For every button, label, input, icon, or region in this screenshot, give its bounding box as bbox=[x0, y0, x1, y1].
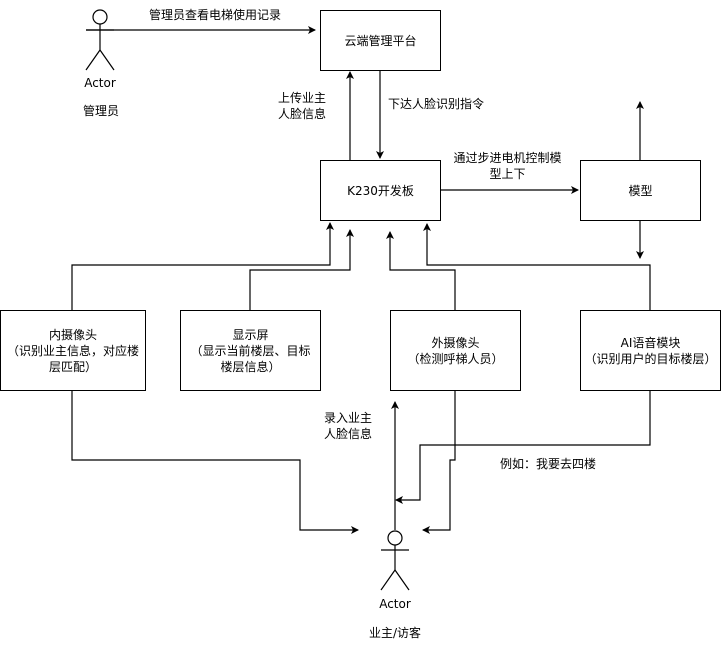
owner-actor-name: 业主/访客 bbox=[368, 626, 422, 640]
node-ai-voice-module[interactable]: AI语音模块 （识别用户的目标楼层） bbox=[580, 310, 721, 391]
admin-actor-type-label: Actor bbox=[84, 76, 116, 90]
edge-label-k230-to-cloud: 上传业主 人脸信息 bbox=[277, 91, 326, 121]
node-model[interactable]: 模型 bbox=[580, 160, 701, 221]
edge-label-admin-to-cloud: 管理员查看电梯使用记录 bbox=[148, 8, 281, 22]
edge-inner-camera-to-k230 bbox=[71, 222, 334, 310]
node-ai-voice-module-label: AI语音模块 （识别用户的目标楼层） bbox=[584, 335, 717, 366]
admin-actor-figure bbox=[85, 9, 115, 71]
node-display-label: 显示屏 （显示当前楼层、目标楼层信息） bbox=[190, 327, 311, 374]
edge-ai-voice-to-owner bbox=[395, 390, 651, 504]
node-display[interactable]: 显示屏 （显示当前楼层、目标楼层信息） bbox=[180, 310, 321, 391]
node-cloud-platform[interactable]: 云端管理平台 bbox=[320, 10, 441, 71]
node-k230-board-label: K230开发板 bbox=[347, 183, 414, 198]
edge-label-k230-to-model: 通过步进电机控制模 型上下 bbox=[453, 151, 562, 181]
node-cloud-platform-label: 云端管理平台 bbox=[344, 33, 417, 48]
owner-actor-figure bbox=[380, 530, 410, 591]
admin-actor-name: 管理员 bbox=[82, 104, 119, 118]
edge-label-owner-to-outer-camera: 录入业主 人脸信息 bbox=[323, 411, 372, 441]
edge-inner-camera-to-owner bbox=[71, 390, 359, 534]
edge-outer-camera-to-k230 bbox=[386, 231, 456, 310]
edge-ai-voice-to-k230 bbox=[423, 223, 651, 310]
node-outer-camera-label: 外摄像头 （检测呼梯人员） bbox=[407, 335, 504, 366]
node-k230-board[interactable]: K230开发板 bbox=[320, 160, 441, 221]
edge-outer-camera-to-owner bbox=[422, 390, 456, 534]
node-outer-camera[interactable]: 外摄像头 （检测呼梯人员） bbox=[390, 310, 521, 391]
edge-label-owner-to-ai-voice: 例如：我要去四楼 bbox=[500, 457, 597, 471]
edge-label-cloud-to-k230: 下达人脸识别指令 bbox=[388, 97, 485, 111]
owner-actor-type-label: Actor bbox=[379, 597, 411, 611]
node-inner-camera-label: 内摄像头 （识别业主信息，对应楼层匹配） bbox=[6, 327, 139, 374]
node-inner-camera[interactable]: 内摄像头 （识别业主信息，对应楼层匹配） bbox=[0, 310, 146, 391]
node-model-label: 模型 bbox=[628, 183, 653, 198]
edge-display-to-k230 bbox=[249, 229, 354, 310]
